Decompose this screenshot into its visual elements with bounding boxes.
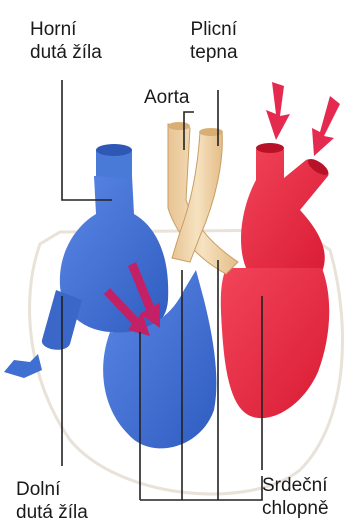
oxygenated-inflow-arrow-icon — [266, 82, 290, 140]
label-pulmonary-artery: Plicní tepna — [190, 18, 238, 64]
label-superior-vena-cava-line2: dutá žíla — [30, 41, 102, 64]
label-pulmonary-artery-line2: tepna — [190, 41, 238, 64]
label-inferior-vena-cava-line1: Dolní — [16, 478, 88, 501]
label-aorta: Aorta — [144, 86, 189, 109]
label-heart-valves-line1: Srdeční — [262, 474, 329, 497]
label-heart-valves-line2: chlopně — [262, 497, 329, 520]
oxygenated-inflow-arrow-icon-2 — [312, 96, 340, 156]
label-heart-valves: Srdeční chlopně — [262, 474, 329, 520]
label-superior-vena-cava-line1: Horní — [30, 18, 102, 41]
pulmonary-artery-opening — [199, 128, 223, 136]
superior-vena-cava-opening — [96, 144, 132, 156]
label-superior-vena-cava: Horní dutá žíla — [30, 18, 102, 64]
deoxygenated-flow-arrow-icon — [4, 354, 42, 378]
aorta-opening — [168, 122, 190, 130]
label-inferior-vena-cava-line2: dutá žíla — [16, 501, 88, 524]
label-inferior-vena-cava: Dolní dutá žíla — [16, 478, 88, 524]
label-pulmonary-artery-line1: Plicní — [190, 18, 238, 41]
pulmonary-vein-opening — [256, 143, 284, 153]
